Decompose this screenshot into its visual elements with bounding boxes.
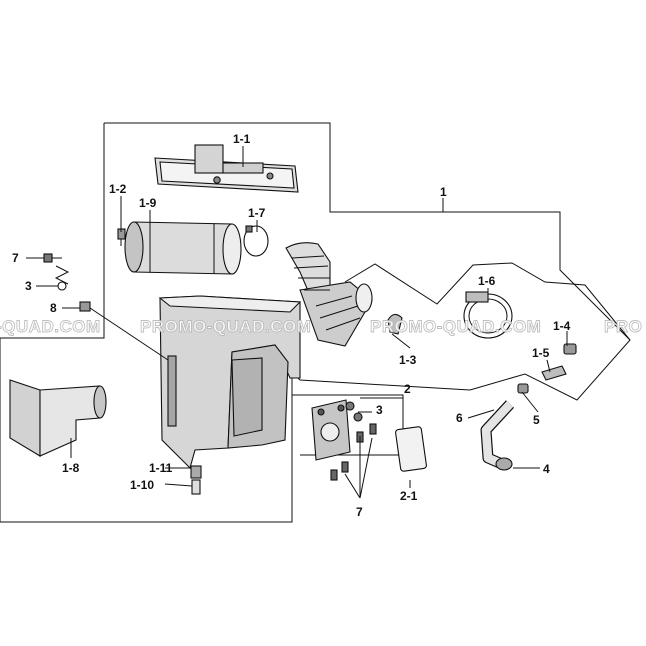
part-1-10-pin bbox=[191, 479, 201, 495]
label-4: 4 bbox=[543, 462, 550, 476]
part-1-4-clip bbox=[563, 343, 577, 355]
label-1-8: 1-8 bbox=[62, 461, 80, 475]
part-2-bracket bbox=[311, 399, 351, 461]
label-6: 6 bbox=[456, 411, 463, 425]
part-1-5-bracket bbox=[541, 365, 567, 381]
label-2-1: 2-1 bbox=[400, 489, 418, 503]
label-7-right: 7 bbox=[356, 505, 363, 519]
label-1: 1 bbox=[440, 185, 447, 199]
watermark: -QUAD.COM PROMO-QUAD.COM PROMO-QUAD.COM … bbox=[0, 317, 642, 337]
group-outline-assembly bbox=[0, 122, 631, 523]
label-3-right: 3 bbox=[376, 403, 383, 417]
label-1-1: 1-1 bbox=[233, 132, 251, 146]
watermark-segment-2: PROMO-QUAD.COM bbox=[140, 317, 311, 336]
label-1-6: 1-6 bbox=[478, 274, 496, 288]
part-5-clip bbox=[517, 383, 529, 394]
label-1-7: 1-7 bbox=[248, 206, 266, 220]
group-outline-air-duct bbox=[344, 262, 631, 341]
part-2-1-gasket bbox=[395, 426, 427, 472]
label-3-left: 3 bbox=[25, 279, 32, 293]
part-1-7-clamp bbox=[243, 225, 269, 257]
label-1-4: 1-4 bbox=[553, 319, 571, 333]
label-1-9: 1-9 bbox=[139, 196, 157, 210]
label-7-left: 7 bbox=[12, 251, 19, 265]
part-7-bolt-left bbox=[43, 253, 62, 263]
label-1-2: 1-2 bbox=[109, 182, 127, 196]
watermark-segment-1: -QUAD.COM bbox=[0, 317, 101, 336]
part-1-3-clip bbox=[387, 313, 403, 335]
part-intake-snorkel bbox=[285, 242, 373, 347]
label-1-5: 1-5 bbox=[532, 346, 550, 360]
label-1-11: 1-11 bbox=[149, 461, 173, 475]
part-1-air-box bbox=[158, 295, 302, 470]
watermark-segment-3: PROMO-QUAD.COM bbox=[370, 317, 541, 336]
part-6-drain-hose bbox=[480, 400, 515, 470]
label-1-3: 1-3 bbox=[399, 353, 417, 367]
label-2: 2 bbox=[404, 382, 411, 396]
part-1-11-plug bbox=[190, 465, 202, 479]
leader-lines bbox=[26, 146, 568, 499]
watermark-segment-4: PRO bbox=[604, 317, 642, 336]
label-1-10: 1-10 bbox=[130, 478, 154, 492]
part-4-hose-clamp bbox=[495, 457, 513, 471]
part-1-1-cover bbox=[154, 144, 299, 193]
part-1-9-filter-element bbox=[124, 221, 242, 275]
label-8: 8 bbox=[50, 301, 57, 315]
part-1-8-panel bbox=[9, 379, 107, 457]
label-5: 5 bbox=[533, 413, 540, 427]
part-8-nut-left bbox=[79, 301, 91, 312]
part-3-washer-left bbox=[57, 281, 67, 291]
part-spring-left bbox=[54, 265, 70, 285]
callout-labels: 1-1 1 1-2 1-9 1-7 7 3 8 1-6 1-4 1-5 1-3 … bbox=[12, 132, 571, 519]
